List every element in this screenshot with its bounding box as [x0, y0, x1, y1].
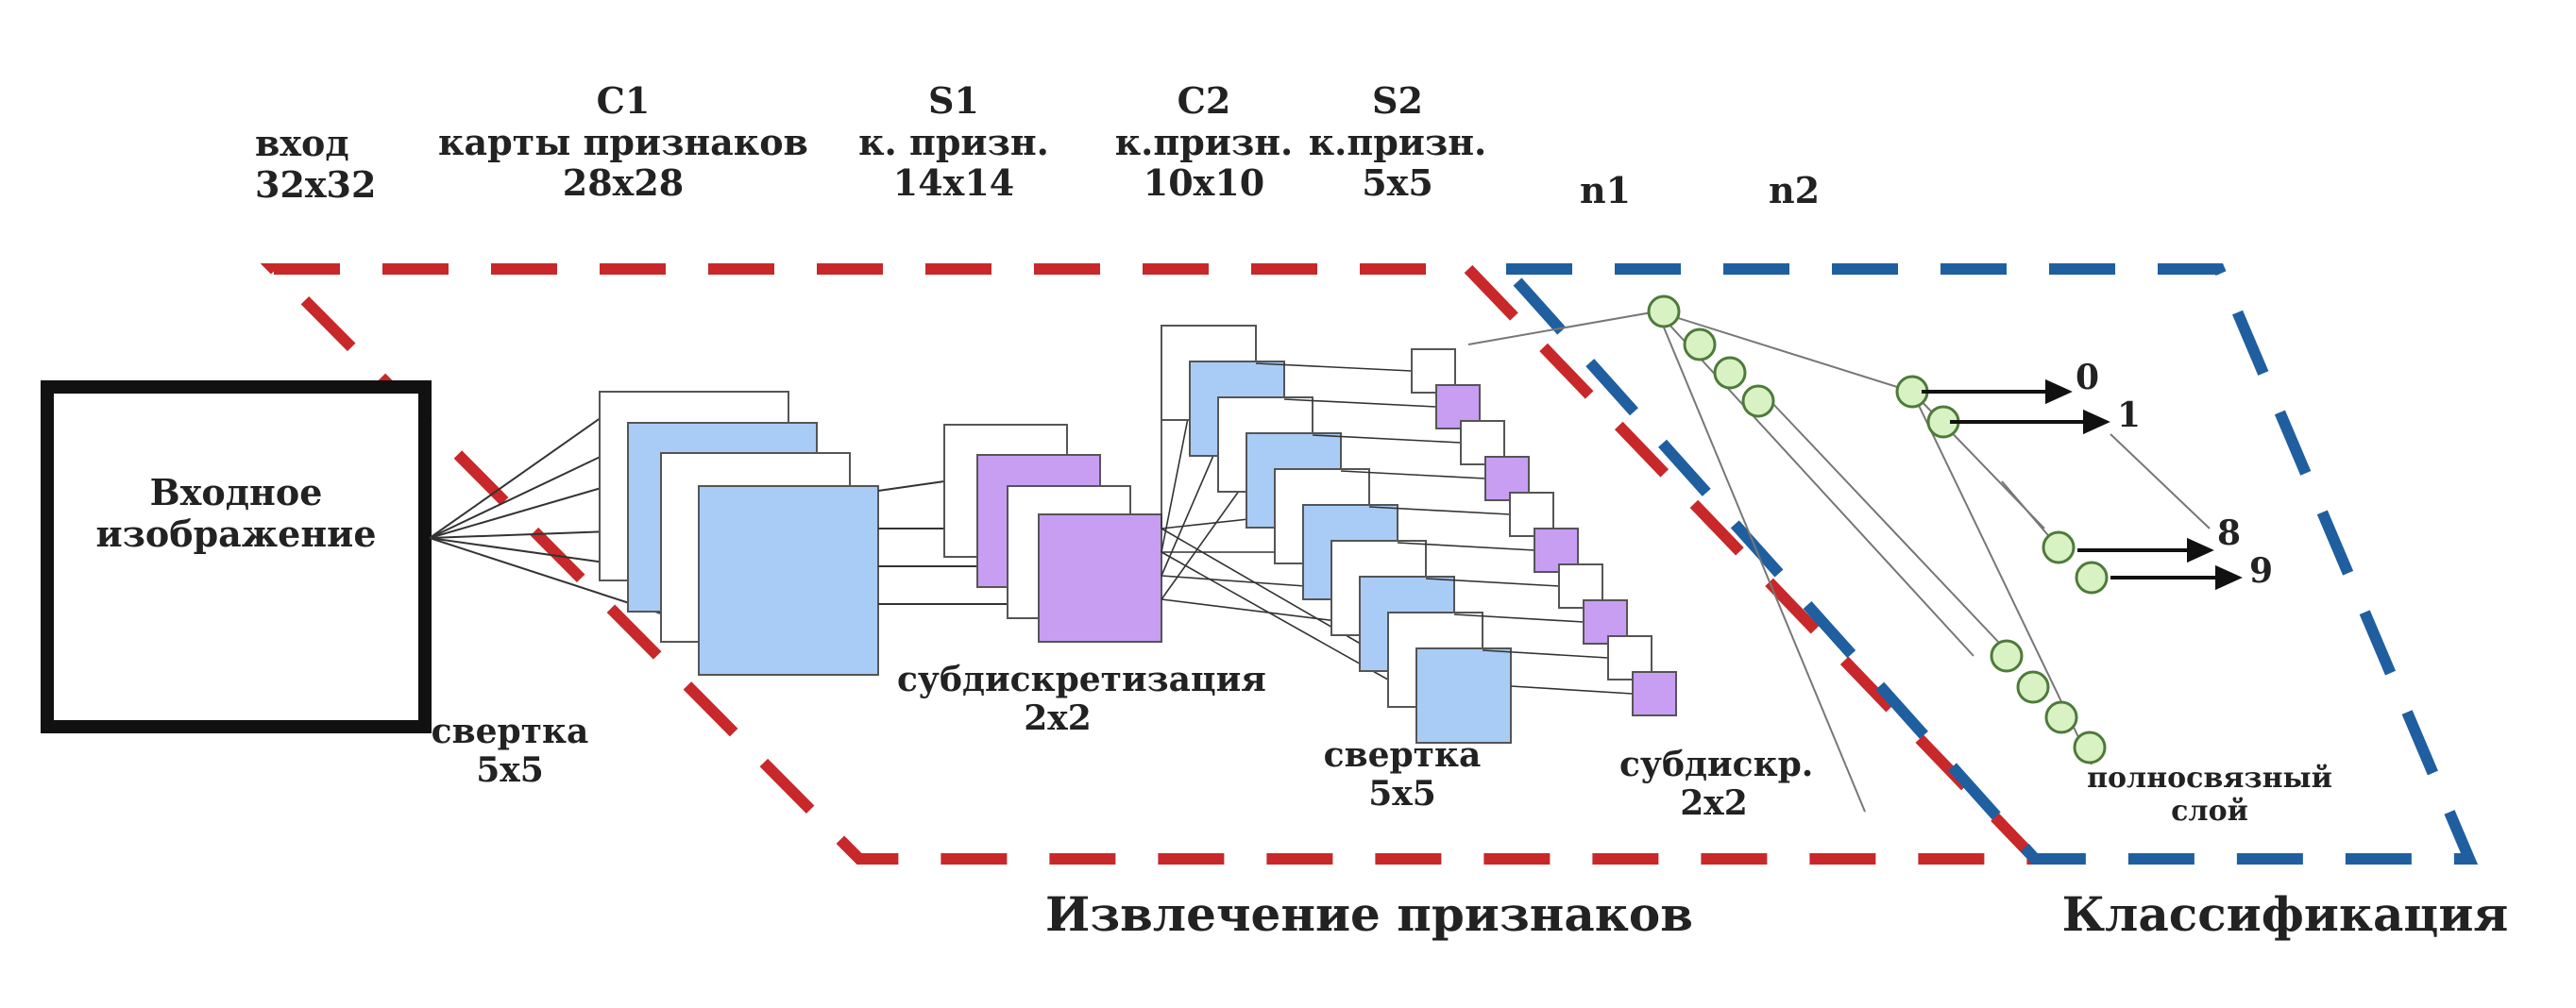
c2-s2-line — [1255, 362, 1413, 372]
conv2-label: свертка 5x5 — [1323, 735, 1482, 815]
neuron — [2075, 561, 2109, 595]
pool2-label: субдискр. 2x2 — [1619, 745, 1814, 824]
c2-s2-line — [1312, 434, 1462, 444]
c2-s2-line — [1425, 578, 1560, 587]
conv1-label: свертка 5x5 — [431, 712, 589, 791]
s1-map-4 — [1038, 513, 1162, 643]
n1-label: n1 — [1579, 169, 1632, 211]
feature-extraction-title: Извлечение признаков — [1044, 886, 1693, 942]
c2-feature-maps — [1161, 325, 1512, 744]
neuron — [1713, 356, 1747, 390]
classification-title: Классификация — [2061, 886, 2509, 942]
c2-map — [1415, 647, 1512, 744]
s1-feature-maps — [943, 424, 1162, 643]
input-image-box — [41, 380, 432, 733]
pool1-label: субдискретизация 2x2 — [897, 660, 1266, 739]
neuron — [2044, 700, 2078, 734]
output-0: 0 — [2076, 358, 2100, 397]
neuron — [2016, 670, 2050, 704]
c2-s2-line — [1368, 506, 1511, 515]
c1-map-4 — [698, 485, 879, 676]
c2-s2-connections — [1255, 362, 1634, 695]
c2-s2-line — [1283, 398, 1437, 408]
c2-s2-line — [1397, 542, 1535, 551]
fan-line — [1161, 444, 1219, 577]
s2-map — [1411, 348, 1456, 394]
fan-line — [1161, 479, 1247, 600]
n2-label: n2 — [1768, 169, 1821, 211]
c2-s2-line — [1340, 470, 1486, 479]
output-1: 1 — [2117, 395, 2142, 435]
fc-label: полносвязный слой — [2087, 762, 2332, 828]
neuron — [1683, 328, 1717, 361]
s2-label: S2 к.призн. 5x5 — [1308, 79, 1487, 205]
input-image-label: Входное изображение — [95, 471, 377, 555]
neuron — [1990, 639, 2024, 673]
input-size-label: вход 32x32 — [255, 122, 377, 206]
s2-feature-maps — [1411, 348, 1677, 716]
fan-line — [1161, 528, 1389, 661]
classification-region — [1493, 263, 2479, 865]
s2-map — [1632, 671, 1677, 716]
neuron — [1647, 294, 1681, 328]
s2-map — [1435, 384, 1481, 429]
c2-s2-line — [1453, 613, 1585, 623]
c2-s2-line — [1482, 649, 1609, 659]
output-arrows — [1922, 378, 2243, 591]
neuron — [1741, 384, 1775, 418]
s2-map — [1534, 528, 1579, 573]
neuron — [2073, 731, 2107, 764]
s1-label: S1 к. призн. 14x14 — [858, 79, 1049, 205]
output-9: 9 — [2249, 551, 2274, 591]
c1-label: C1 карты признаков 28x28 — [438, 79, 808, 205]
c1-feature-maps — [599, 391, 879, 676]
output-8: 8 — [2217, 513, 2242, 553]
c2-s2-line — [1510, 685, 1634, 695]
fc-neurons — [1647, 294, 2109, 764]
c2-label: C2 к.призн. 10x10 — [1114, 79, 1294, 205]
fan-line — [1161, 598, 1361, 625]
neuron — [2042, 530, 2076, 564]
